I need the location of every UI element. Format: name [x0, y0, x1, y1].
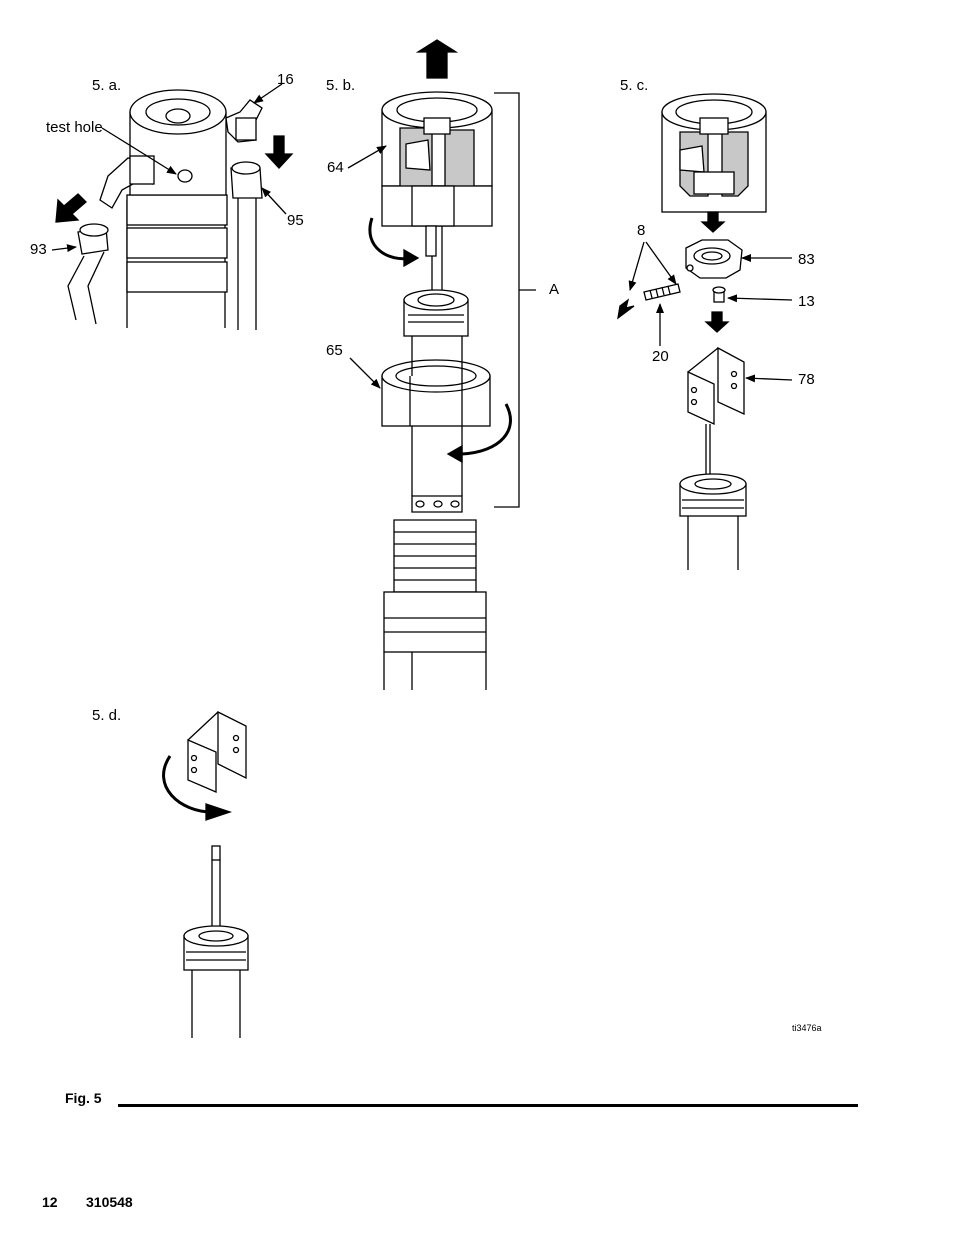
- test-hole-icon: [177, 169, 193, 183]
- callout-16: 16: [277, 71, 294, 88]
- callout-a: A: [549, 281, 560, 298]
- callout-95: 95: [287, 212, 304, 229]
- callout-test-hole: test hole: [46, 119, 103, 136]
- callout-13: 13: [798, 293, 815, 310]
- step-label-5d: 5. d.: [92, 707, 122, 724]
- step-label-5b: 5. b.: [326, 77, 356, 94]
- caption-rule: [118, 1104, 858, 1107]
- step-label-5c: 5. c.: [620, 77, 649, 94]
- callout-20: 20: [652, 348, 669, 365]
- pump-outlet-assembly-5a: [51, 83, 294, 330]
- image-code: ti3476a: [792, 1023, 822, 1033]
- callout-8: 8: [637, 222, 646, 239]
- figure-caption: Fig. 5: [65, 1090, 102, 1106]
- bracket-removal-5d: [162, 710, 249, 1038]
- piston-removal-assembly-5b: [347, 39, 536, 690]
- page-number: 12: [42, 1194, 58, 1210]
- callout-65: 65: [326, 342, 343, 359]
- manual-number: 310548: [86, 1194, 133, 1210]
- callout-78: 78: [798, 371, 815, 388]
- callout-93: 93: [30, 241, 47, 258]
- callout-83: 83: [798, 251, 815, 268]
- callout-64: 64: [327, 159, 344, 176]
- valve-disassembly-5c: [617, 93, 793, 570]
- step-label-5a: 5. a.: [92, 77, 122, 94]
